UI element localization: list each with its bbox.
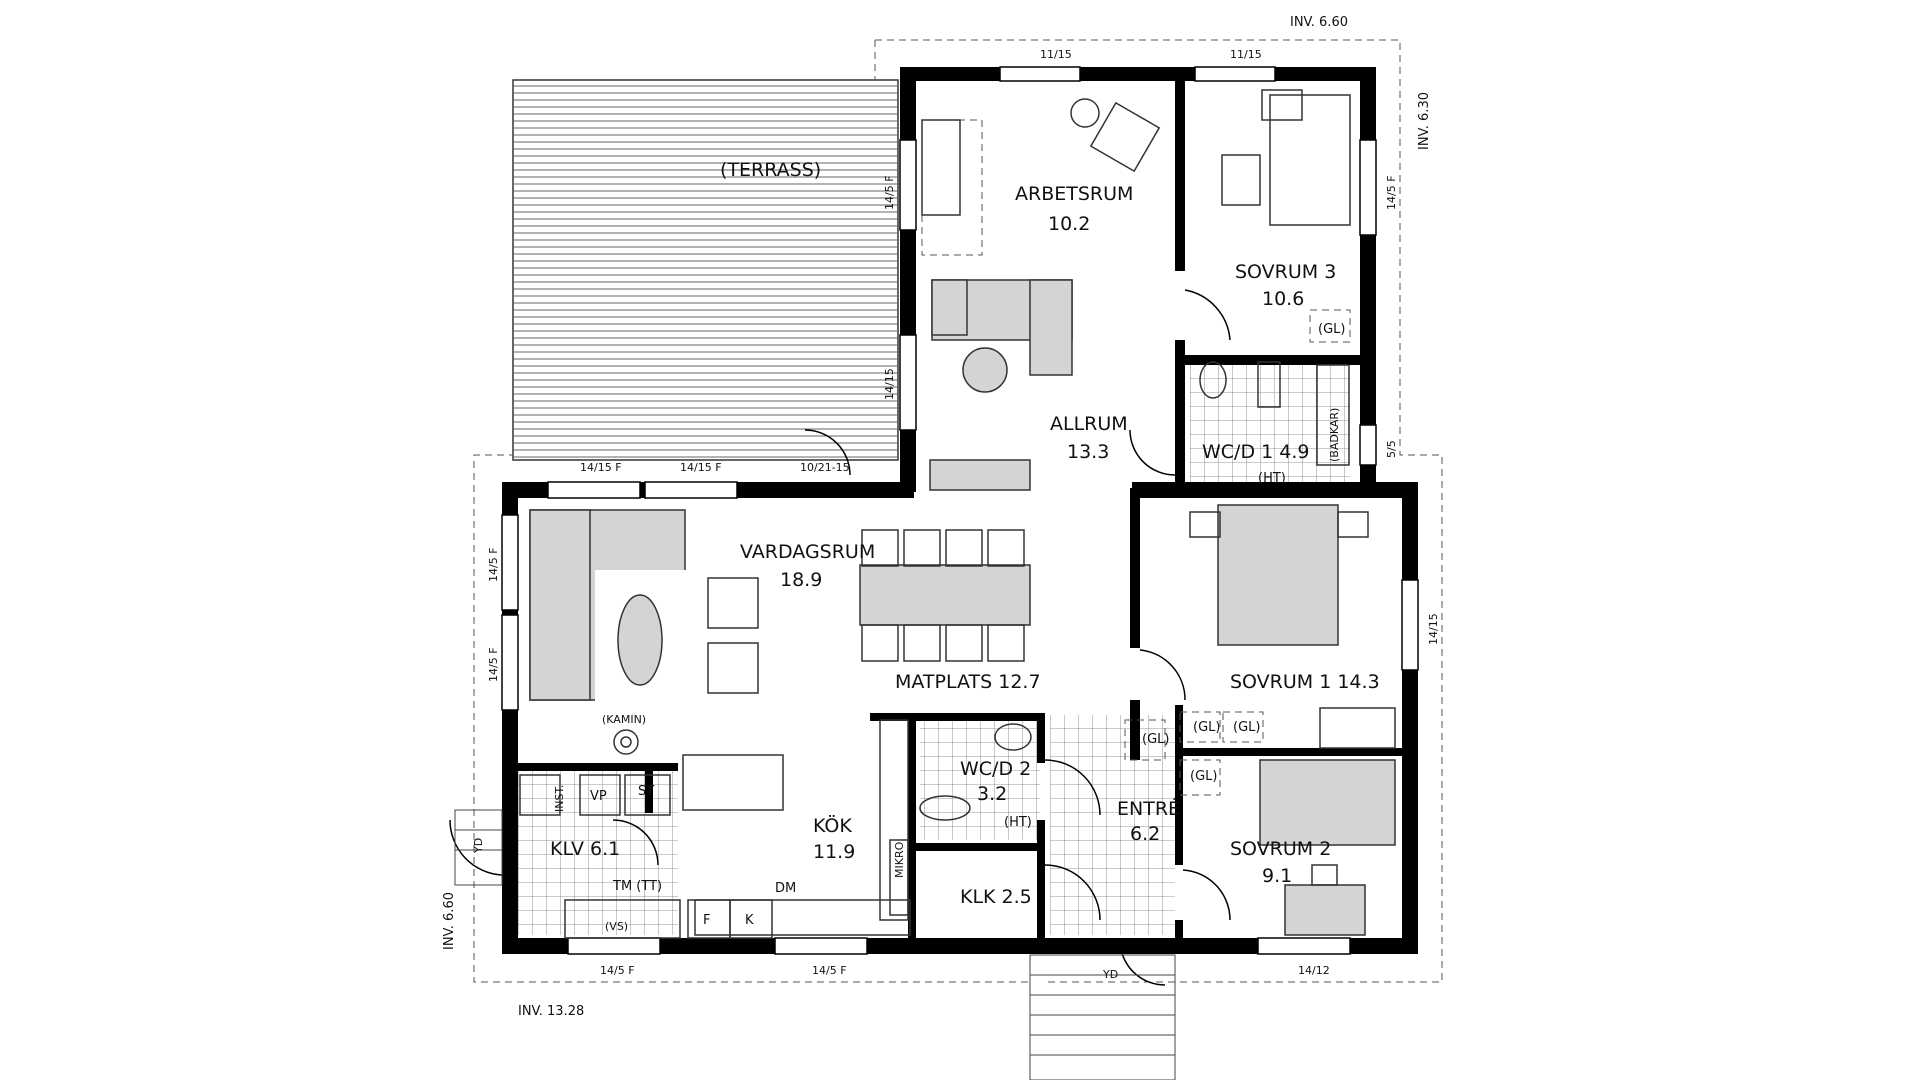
f-label: F: [703, 913, 710, 928]
window-terrace-door: 10/21-15: [800, 461, 850, 474]
dining-chair: [861, 624, 899, 662]
inst-label: INST.: [553, 785, 566, 812]
kamin-label: (KAMIN): [602, 713, 646, 726]
wcd1-label: WC/D 1 4.9: [1202, 441, 1309, 463]
window-bottom-1: 14/5 F: [600, 964, 635, 977]
kok-name: KÖK: [813, 814, 852, 837]
klk-label: KLK 2.5: [960, 886, 1032, 908]
entre-name: ENTRÉ: [1117, 797, 1180, 820]
window-terrace-2: 14/15 F: [680, 461, 722, 474]
roof-outline-left: [473, 454, 1028, 983]
level-labels: INV. 6.60 INV. 6.30 INV. 6.60 INV. 13.28: [442, 15, 1432, 1019]
yd-label-south: YD: [1102, 968, 1118, 981]
kok-area: 11.9: [813, 841, 855, 863]
gl-label-sovrum1-b: (GL): [1233, 720, 1260, 735]
fixture-labels: (GL) (HT) (BADKAR) (KAMIN) (GL) (GL) (GL…: [472, 322, 1345, 981]
vardagsrum-name: VARDAGSRUM: [740, 541, 875, 563]
sovrum2-area: 9.1: [1262, 865, 1292, 887]
window-allrum: 14/15: [883, 368, 896, 400]
level-right: INV. 6.30: [1417, 92, 1432, 150]
window-vardagsrum-1: 14/5 F: [487, 547, 500, 582]
yd-label-west: YD: [472, 838, 485, 854]
level-bottom: INV. 13.28: [518, 1004, 584, 1019]
ht-label-wcd2: (HT): [1004, 815, 1032, 830]
vs-label: (VS): [605, 920, 628, 933]
gl-label-sovrum1-a: (GL): [1193, 720, 1220, 735]
vp-label: VP: [590, 789, 607, 804]
window-arbetsrum: 14/5 F: [883, 175, 896, 210]
level-left: INV. 6.60: [442, 892, 457, 950]
wcd1-floor: [1190, 360, 1350, 490]
entre-area: 6.2: [1130, 823, 1160, 845]
window-wcd1: 5/5: [1385, 440, 1398, 458]
window-bottom-3: 14/12: [1298, 964, 1330, 977]
level-top: INV. 6.60: [1290, 15, 1348, 30]
sovrum1-label: SOVRUM 1 14.3: [1230, 671, 1380, 693]
window-sovrum1: 14/15: [1427, 613, 1440, 645]
dining-chair: [987, 624, 1025, 662]
terrace-deck: [512, 79, 899, 461]
window-sovrum3: 14/5 F: [1385, 175, 1398, 210]
matplats-label: MATPLATS 12.7: [895, 671, 1041, 693]
furniture: [519, 89, 1396, 939]
klv-label: KLV 6.1: [550, 838, 620, 860]
sovrum3-name: SOVRUM 3: [1235, 261, 1336, 283]
gl-label-sovrum2: (GL): [1190, 769, 1217, 784]
window-labels: 11/15 11/15 14/5 F 14/15 14/5 F 5/5 14/1…: [487, 48, 1440, 977]
window-terrace-1: 14/15 F: [580, 461, 622, 474]
tm-label: TM (TT): [612, 879, 662, 894]
dining-chair: [861, 529, 899, 567]
window-top-left: 11/15: [1040, 48, 1072, 61]
dining-chair: [945, 529, 983, 567]
dm-label: DM: [775, 881, 796, 896]
badkar-label: (BADKAR): [1328, 408, 1341, 462]
vardagsrum-area: 18.9: [780, 569, 822, 591]
dining-chair: [987, 529, 1025, 567]
window-vardagsrum-2: 14/5 F: [487, 647, 500, 682]
dining-chair: [903, 624, 941, 662]
doors: [449, 289, 1231, 986]
entre-floor: [1050, 715, 1175, 935]
window-bottom-2: 14/5 F: [812, 964, 847, 977]
entry-steps: [454, 809, 1176, 1080]
dining-chair: [903, 529, 941, 567]
windows: [501, 66, 1419, 955]
arbetsrum-area: 10.2: [1048, 213, 1090, 235]
st-label: ST: [638, 784, 654, 799]
mikro-label: MIKRO: [893, 841, 906, 878]
window-top-right: 11/15: [1230, 48, 1262, 61]
ht-label-wcd1: (HT): [1258, 471, 1286, 486]
gl-label-entre: (GL): [1142, 732, 1169, 747]
wcd2-area: 3.2: [977, 783, 1007, 805]
sovrum2-name: SOVRUM 2: [1230, 838, 1331, 860]
room-labels: (TERRASS) ARBETSRUM 10.2 SOVRUM 3 10.6 A…: [550, 159, 1380, 908]
roof-outline-top: [875, 39, 1443, 983]
dining-chair: [945, 624, 983, 662]
k-label: K: [745, 913, 754, 928]
wcd2-name: WC/D 2: [960, 758, 1031, 780]
allrum-name: ALLRUM: [1050, 413, 1128, 435]
gl-label-sovrum3: (GL): [1318, 322, 1345, 337]
arbetsrum-name: ARBETSRUM: [1015, 183, 1133, 205]
sovrum3-area: 10.6: [1262, 288, 1304, 310]
allrum-area: 13.3: [1067, 441, 1109, 463]
terrace-label: (TERRASS): [720, 159, 821, 181]
